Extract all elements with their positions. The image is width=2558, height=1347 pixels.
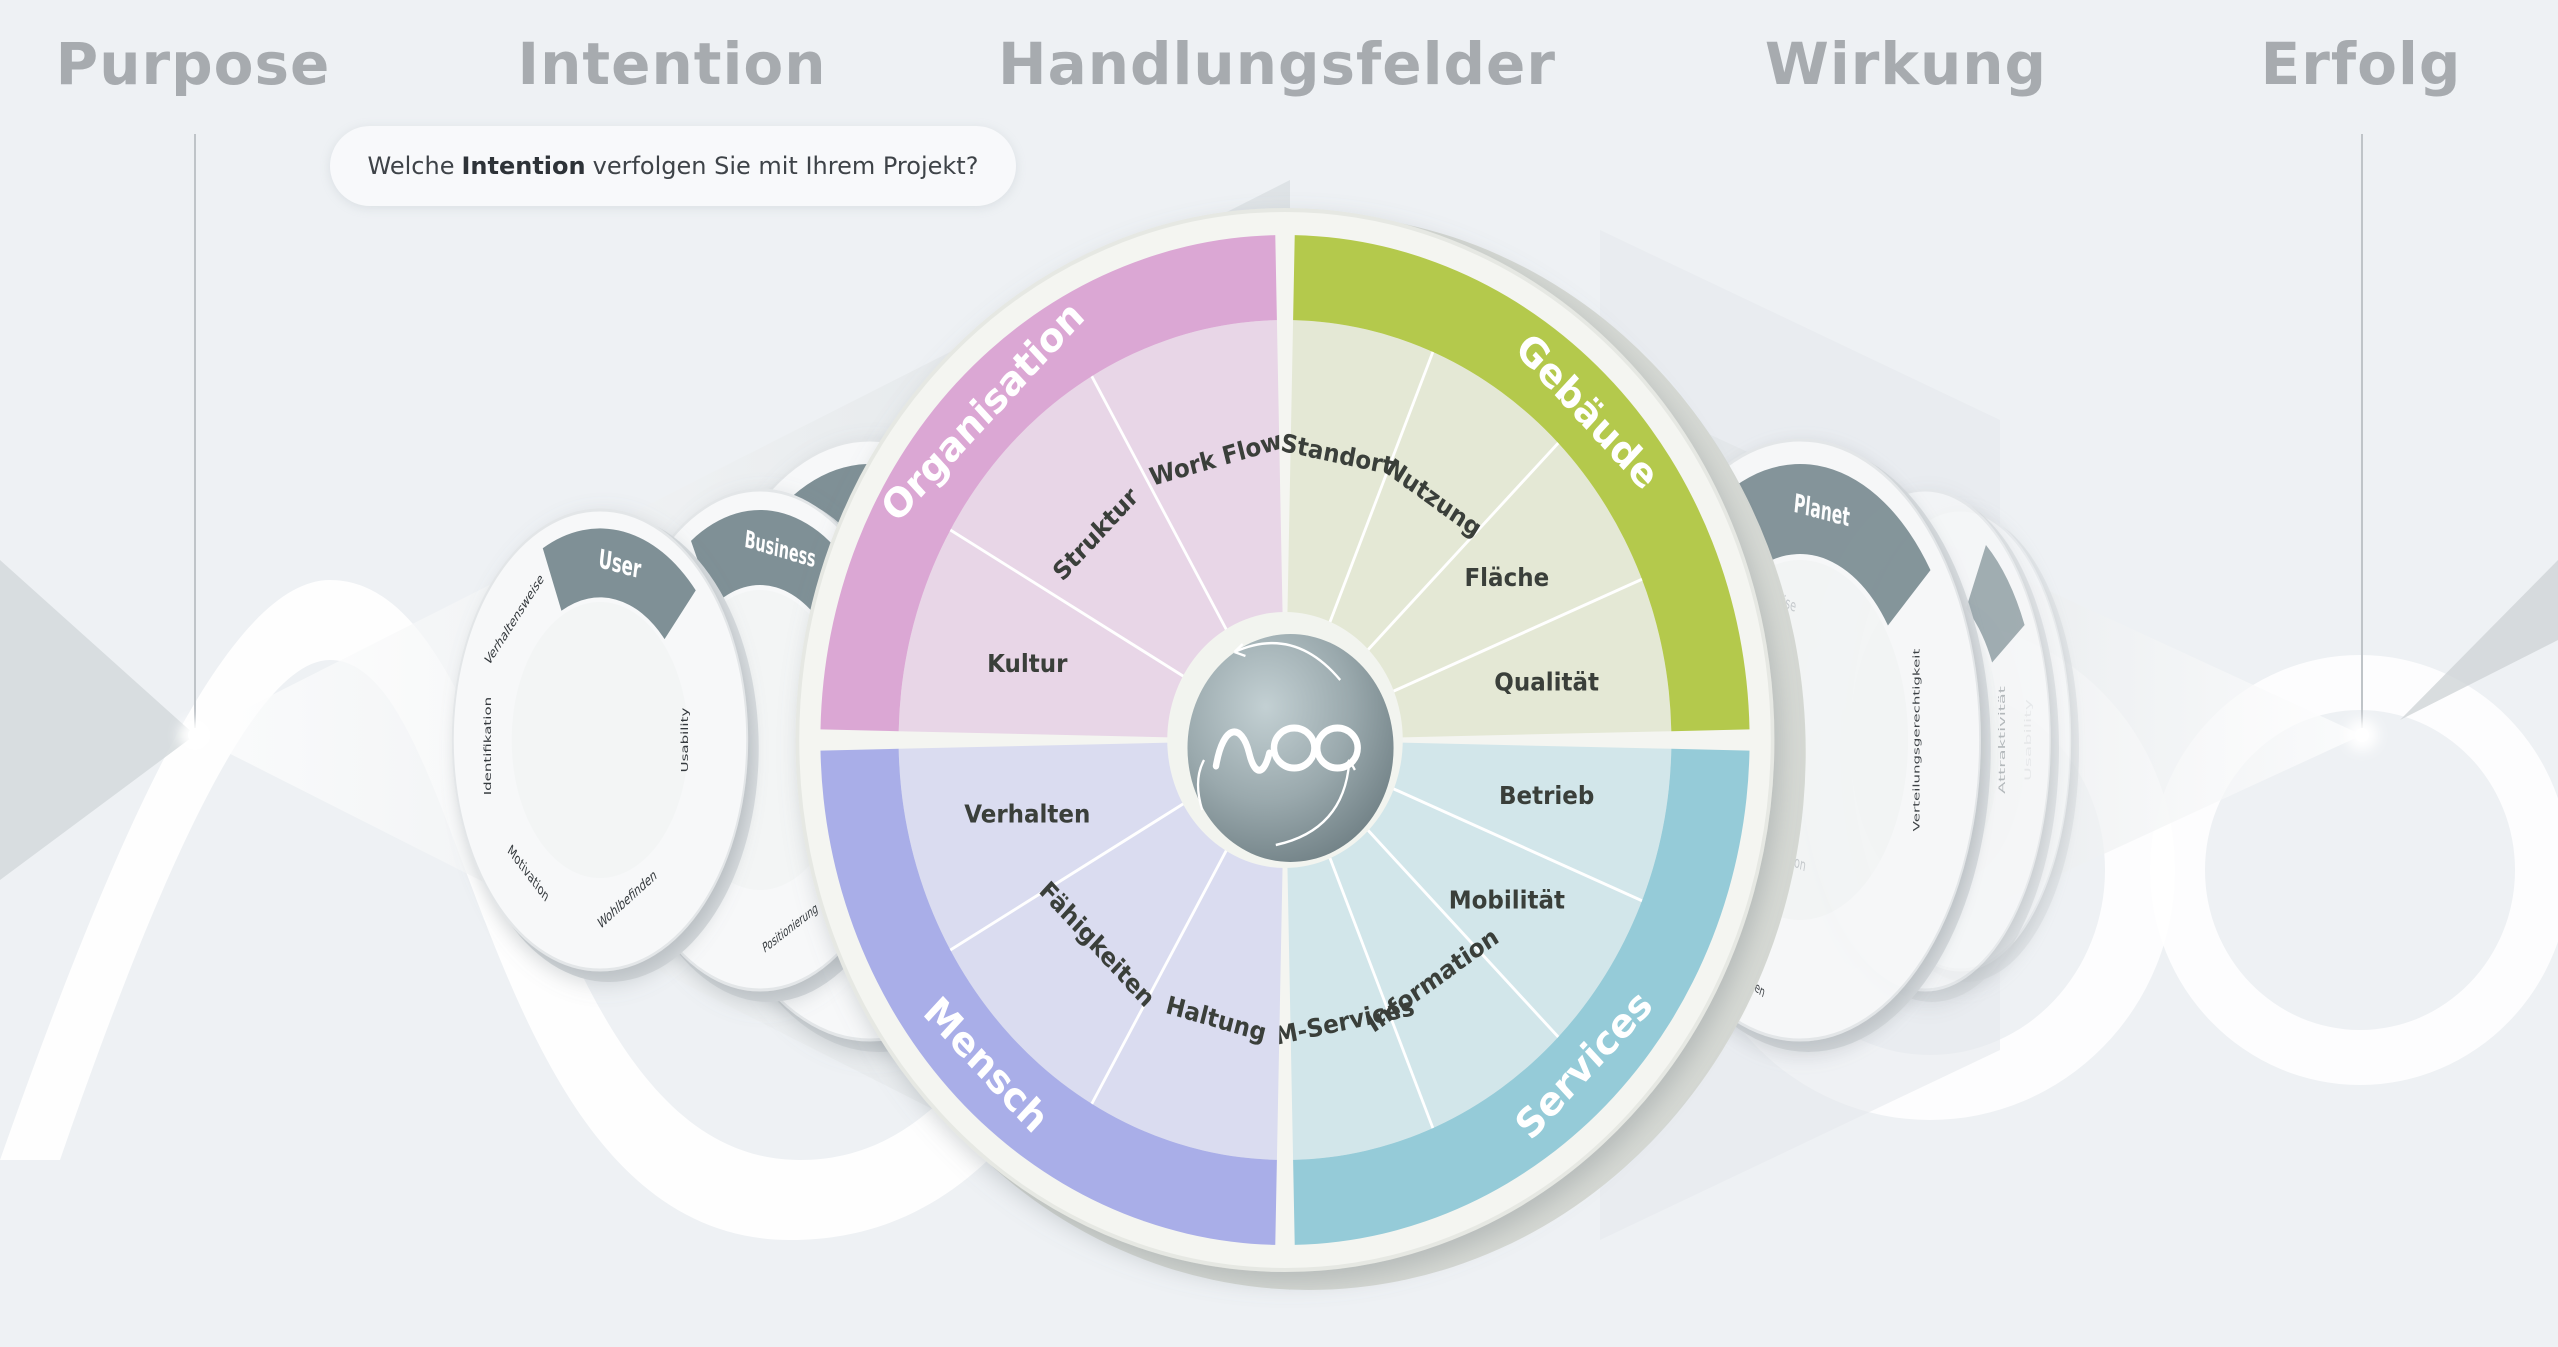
quadrant-mensch-item-2: Verhalten [964, 799, 1090, 828]
quadrant-gebaeude-band [1293, 235, 1750, 732]
quadrant-organisation-item-0: Kultur [987, 649, 1068, 678]
quadrant-gebaeude-item-2: Fläche [1464, 563, 1549, 592]
column-title-handlungsfelder: Handlungsfelder [998, 30, 1556, 98]
nooo-logo-icon [1212, 724, 1361, 774]
quadrant-gebaeude-divider-2 [1362, 441, 1560, 657]
background-loop-2-hole [2205, 710, 2515, 1030]
intention-user-disc-item-4: Usability [679, 707, 690, 772]
quadrant-gebaeude-divider-3 [1386, 577, 1643, 696]
quadrant-organisation-field [898, 320, 1283, 738]
quadrant-organisation-divider-2 [1090, 375, 1231, 637]
quadrant-services-divider-2 [1362, 823, 1560, 1039]
hub-ball [1187, 634, 1394, 862]
background-beam-edge-left [0, 560, 195, 880]
erfolg-point-icon [2355, 728, 2369, 742]
hub-rotate-arrow-bottom-icon [1275, 759, 1351, 847]
column-title-intention: Intention [517, 30, 827, 98]
quadrant-organisation-band [820, 235, 1277, 732]
quadrant-services-item-2: Mobilität [1449, 886, 1565, 915]
quadrant-mensch-divider-1 [1090, 843, 1231, 1105]
question-highlight: Intention [461, 152, 586, 180]
hub-rotate-arrow-top-icon [1233, 641, 1342, 681]
intention-user-disc-item-1: Identifikation [482, 697, 493, 795]
intention-user-disc-tab [542, 528, 696, 640]
purpose-point-icon [188, 728, 202, 742]
column-title-erfolg: Erfolg [2260, 30, 2462, 98]
wirkung-business-disc-tab [1966, 544, 2025, 663]
quadrant-mensch-field [898, 742, 1283, 1160]
question-prefix: Welche [367, 152, 455, 180]
wirkung-business-disc-item-0: Attraktivität [1997, 686, 2007, 794]
intention-question-pill[interactable]: Welche Intention verfolgen Sie mit Ihrem… [330, 126, 1016, 206]
intention-user-disc[interactable]: UserVerhaltensweiseIdentifikationMotivat… [451, 508, 759, 982]
logo-o2 [1313, 724, 1361, 772]
wirkung-planet-disc-item-0: Verteilungsgerechtigkeit [1912, 648, 1922, 831]
quadrant-gebaeude-item-3: Qualität [1494, 668, 1599, 697]
quadrant-mensch-divider-2 [949, 798, 1191, 952]
quadrant-services-divider-3 [1325, 850, 1435, 1129]
question-suffix: verfolgen Sie mit Ihrem Projekt? [592, 152, 979, 180]
background-wave [0, 580, 1180, 1240]
column-title-wirkung: Wirkung [1764, 30, 2048, 98]
quadrant-organisation-divider-1 [949, 528, 1191, 682]
wirkung-planet-disc-tab [1707, 464, 1931, 626]
hub-arrowhead-top-icon [1233, 643, 1246, 658]
quadrant-services-item-3: Betrieb [1499, 781, 1594, 810]
hub-rotate-arrow-left-icon [1196, 759, 1206, 811]
intention-user-disc-inner [511, 602, 689, 878]
quadrant-mensch-band [820, 748, 1277, 1245]
quadrant-services-band [1293, 748, 1750, 1245]
column-title-purpose: Purpose [55, 30, 331, 98]
logo-wave [1212, 728, 1273, 774]
quadrant-services-divider-1 [1386, 784, 1643, 903]
background-beam-edge [2400, 560, 2558, 720]
quadrant-gebaeude-divider-1 [1325, 351, 1435, 630]
